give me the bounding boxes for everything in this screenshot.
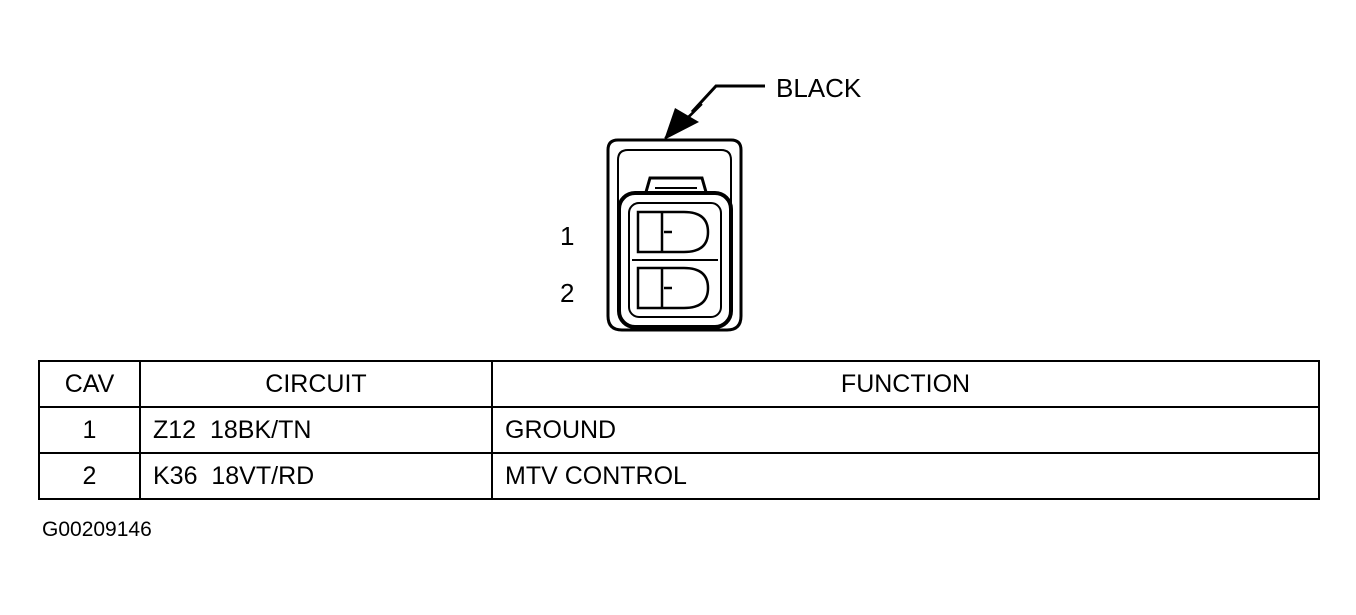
table-row: 2 K36 18VT/RD MTV CONTROL: [38, 452, 1320, 500]
cell-circuit: Z12 18BK/TN: [139, 406, 493, 454]
figure-id: G00209146: [42, 518, 152, 541]
header-circuit: CIRCUIT: [139, 360, 493, 408]
header-cav: CAV: [38, 360, 141, 408]
pinout-table: CAV CIRCUIT FUNCTION 1 Z12 18BK/TN GROUN…: [38, 360, 1320, 500]
cell-function: MTV CONTROL: [491, 452, 1320, 500]
table-row: 1 Z12 18BK/TN GROUND: [38, 406, 1320, 454]
header-function: FUNCTION: [491, 360, 1320, 408]
callout-leader-line: [690, 84, 765, 114]
cell-cav: 1: [38, 406, 141, 454]
cavity-2: [636, 266, 710, 310]
cavity-label-2: 2: [560, 278, 574, 308]
cell-circuit: K36 18VT/RD: [139, 452, 493, 500]
callout-arrowhead-fill: [664, 108, 699, 140]
cell-cav: 2: [38, 452, 141, 500]
cell-function: GROUND: [491, 406, 1320, 454]
table-header-row: CAV CIRCUIT FUNCTION: [38, 360, 1320, 408]
connector-housing: [606, 138, 743, 332]
connector-color-label: BLACK: [776, 73, 862, 103]
cavity-label-1: 1: [560, 221, 574, 251]
cavity-1: [636, 210, 710, 254]
